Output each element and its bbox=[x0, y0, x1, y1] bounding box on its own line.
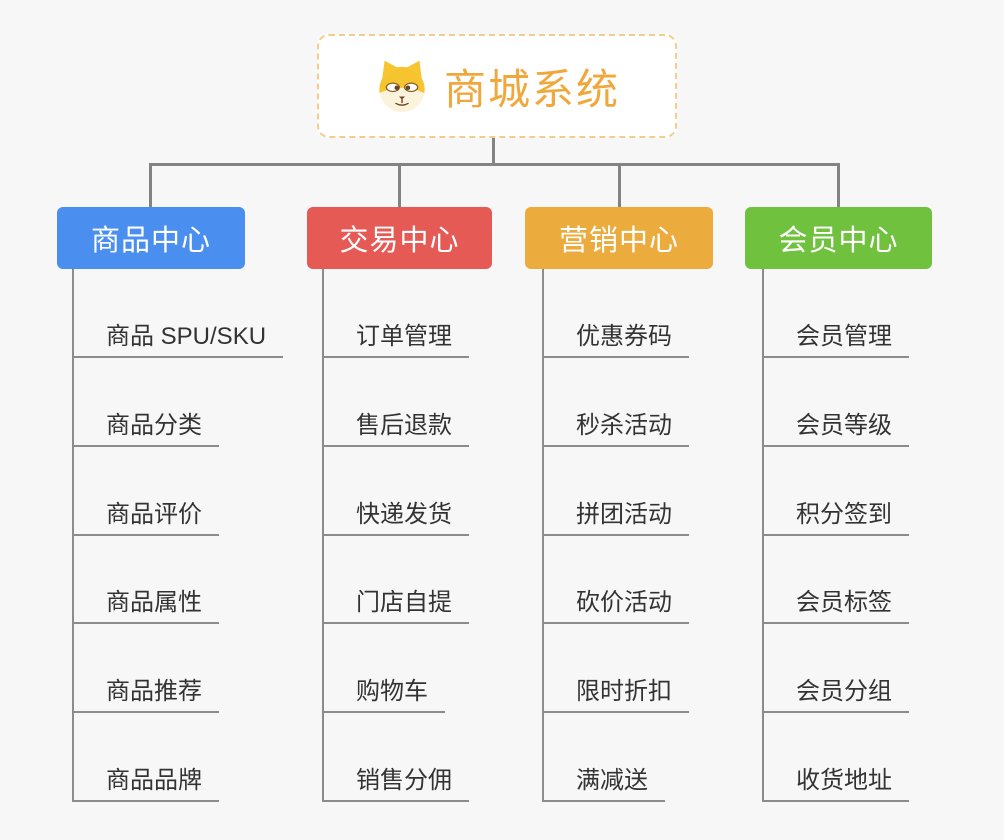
branch-node-member[interactable]: 会员中心 bbox=[745, 207, 932, 269]
branch-column-product: 商品 SPU/SKU 商品分类 商品评价 商品属性 商品推荐 商品品牌 bbox=[72, 269, 322, 804]
leaf-node[interactable]: 会员分组 bbox=[762, 667, 909, 713]
branch-column-trade: 订单管理 售后退款 快递发货 门店自提 购物车 销售分佣 bbox=[322, 269, 572, 804]
leaf-node[interactable]: 商品 SPU/SKU bbox=[72, 312, 284, 358]
leaf-node[interactable]: 订单管理 bbox=[322, 312, 469, 358]
leaf-node[interactable]: 秒杀活动 bbox=[542, 401, 689, 447]
leaf-node[interactable]: 会员标签 bbox=[762, 578, 909, 624]
leaf-node[interactable]: 拼团活动 bbox=[542, 490, 689, 536]
branch-node-product[interactable]: 商品中心 bbox=[57, 207, 245, 269]
leaf-node[interactable]: 商品推荐 bbox=[72, 667, 219, 713]
leaf-node[interactable]: 商品属性 bbox=[72, 578, 219, 624]
connector-drop bbox=[149, 163, 152, 208]
leaf-node[interactable]: 销售分佣 bbox=[322, 756, 469, 802]
leaf-node[interactable]: 优惠券码 bbox=[542, 312, 689, 358]
connector-drop bbox=[618, 163, 621, 208]
root-title: 商城系统 bbox=[443, 65, 620, 113]
leaf-node[interactable]: 售后退款 bbox=[322, 401, 469, 447]
leaf-node[interactable]: 商品品牌 bbox=[72, 756, 219, 802]
leaf-node[interactable]: 砍价活动 bbox=[542, 578, 689, 624]
leaf-node[interactable]: 门店自提 bbox=[322, 578, 469, 624]
connector-horizontal bbox=[149, 163, 840, 166]
leaf-node[interactable]: 购物车 bbox=[322, 667, 445, 713]
connector-root-stub bbox=[492, 138, 495, 164]
leaf-node[interactable]: 限时折扣 bbox=[542, 667, 689, 713]
leaf-node[interactable]: 商品评价 bbox=[72, 490, 219, 536]
branch-node-trade[interactable]: 交易中心 bbox=[307, 207, 492, 269]
leaf-node[interactable]: 会员管理 bbox=[762, 312, 909, 358]
connector-drop bbox=[398, 163, 401, 208]
leaf-node[interactable]: 积分签到 bbox=[762, 490, 909, 536]
branch-column-marketing: 优惠券码 秒杀活动 拼团活动 砍价活动 限时折扣 满减送 bbox=[542, 269, 792, 804]
leaf-node[interactable]: 满减送 bbox=[542, 756, 665, 802]
connector-drop bbox=[837, 163, 840, 208]
leaf-node[interactable]: 收货地址 bbox=[762, 756, 909, 802]
leaf-node[interactable]: 会员等级 bbox=[762, 401, 909, 447]
branch-column-member: 会员管理 会员等级 积分签到 会员标签 会员分组 收货地址 bbox=[762, 269, 1004, 804]
leaf-node[interactable]: 快递发货 bbox=[322, 490, 469, 536]
leaf-node[interactable]: 商品分类 bbox=[72, 401, 219, 447]
branch-node-marketing[interactable]: 营销中心 bbox=[525, 207, 713, 269]
dog-face-icon bbox=[374, 59, 430, 113]
root-node[interactable]: 商城系统 bbox=[317, 34, 677, 138]
